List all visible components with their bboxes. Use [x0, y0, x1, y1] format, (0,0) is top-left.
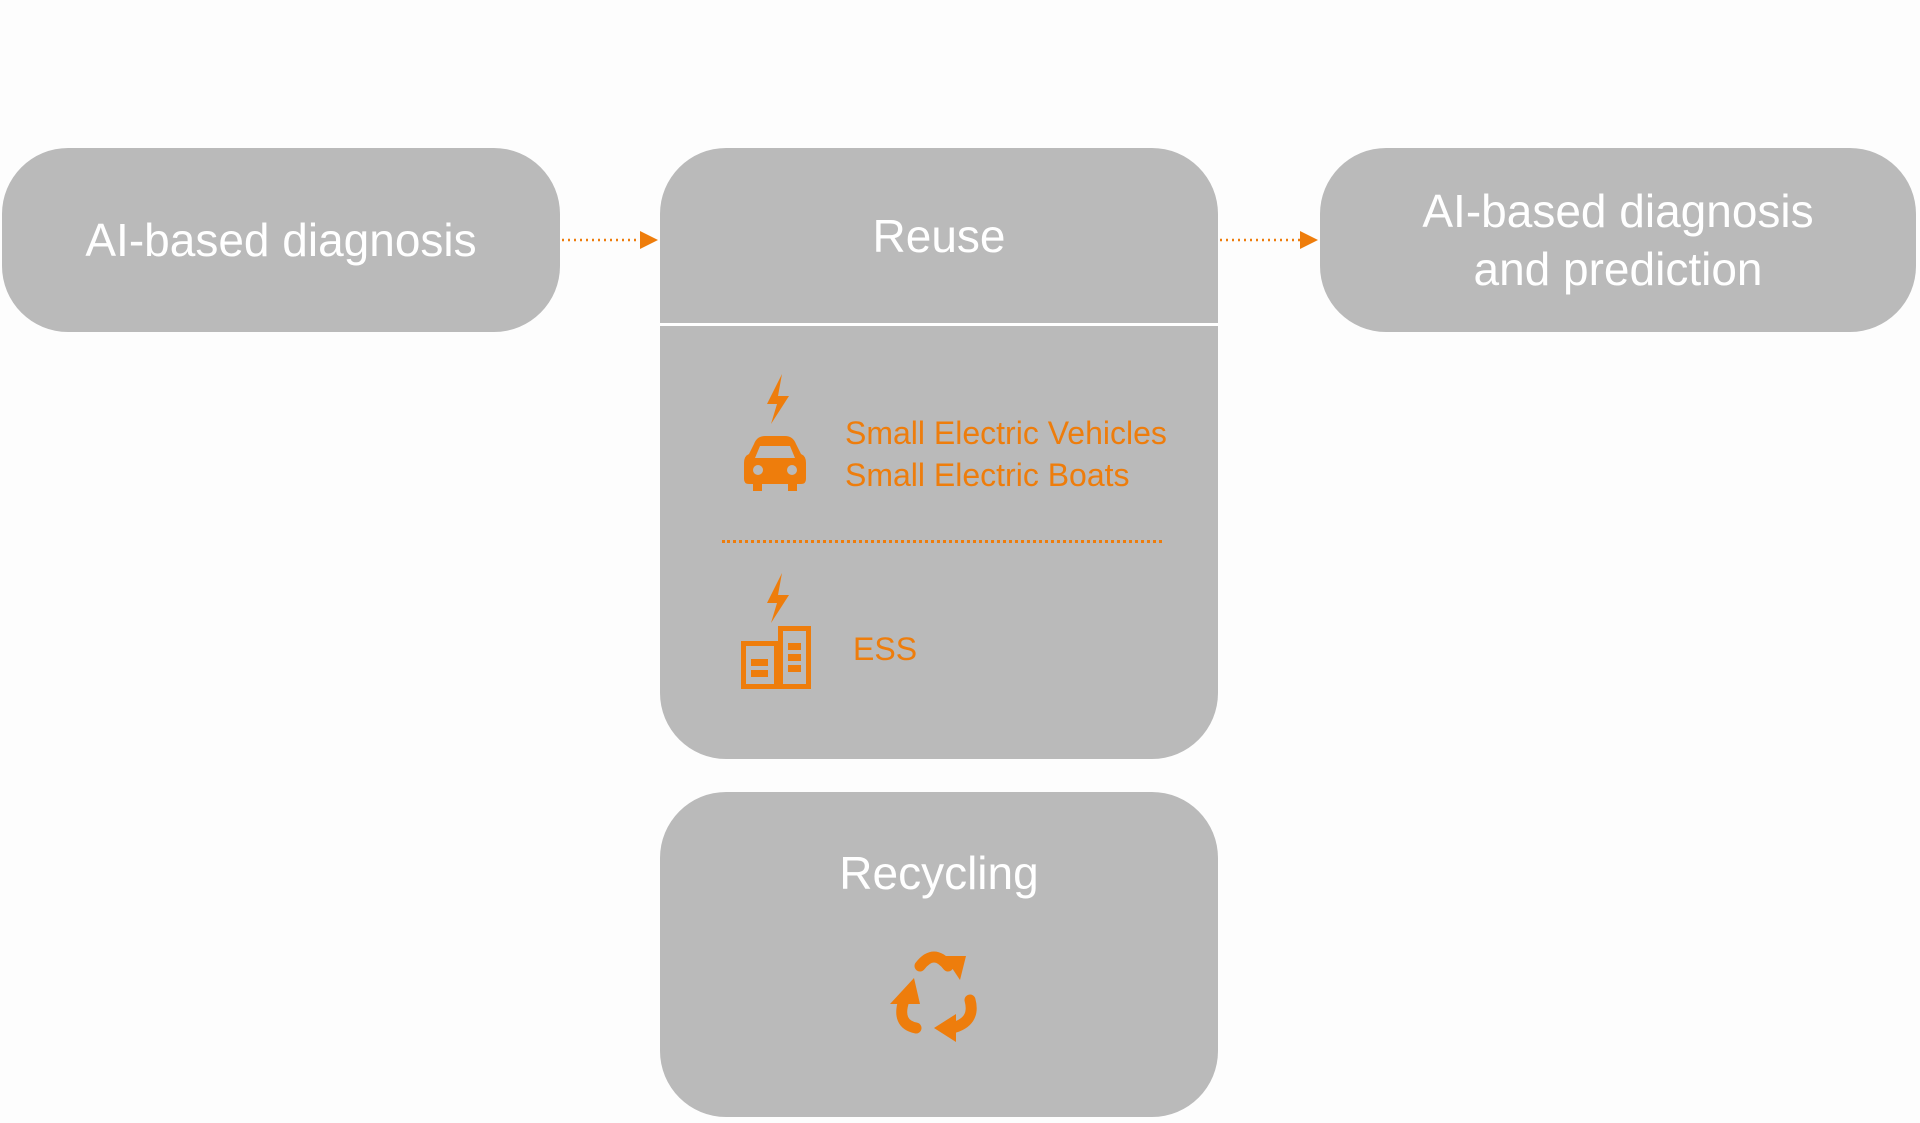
stage-ai-diagnosis-prediction: AI-based diagnosis and prediction: [1320, 148, 1916, 332]
reuse-item-vehicles: Small Electric Vehicles Small Electric B…: [845, 412, 1167, 496]
arrow-to-reuse: [562, 231, 658, 249]
recycle-icon: [890, 951, 977, 1042]
charging-car-icon: [744, 374, 806, 491]
recycling-title: Recycling: [839, 847, 1039, 899]
energy-storage-icon: [741, 573, 811, 689]
reuse-divider: [722, 540, 1162, 543]
stage-recycling: Recycling: [660, 792, 1218, 1117]
stage-reuse: Reuse Small Electric Vehicles Small Elec…: [660, 148, 1218, 759]
reuse-item-ess: ESS: [853, 628, 917, 670]
stage-ai-diagnosis: AI-based diagnosis: [2, 148, 560, 332]
arrow-to-prediction: [1220, 231, 1318, 249]
stage-ai-diagnosis-prediction-label: AI-based diagnosis and prediction: [1422, 185, 1814, 295]
stage-ai-diagnosis-label: AI-based diagnosis: [85, 214, 477, 266]
reuse-title: Reuse: [660, 148, 1218, 326]
reuse-item-vehicles-line-1: Small Electric Vehicles: [845, 415, 1167, 451]
reuse-item-vehicles-line-2: Small Electric Boats: [845, 457, 1130, 493]
reuse-item-ess-line-1: ESS: [853, 631, 918, 667]
